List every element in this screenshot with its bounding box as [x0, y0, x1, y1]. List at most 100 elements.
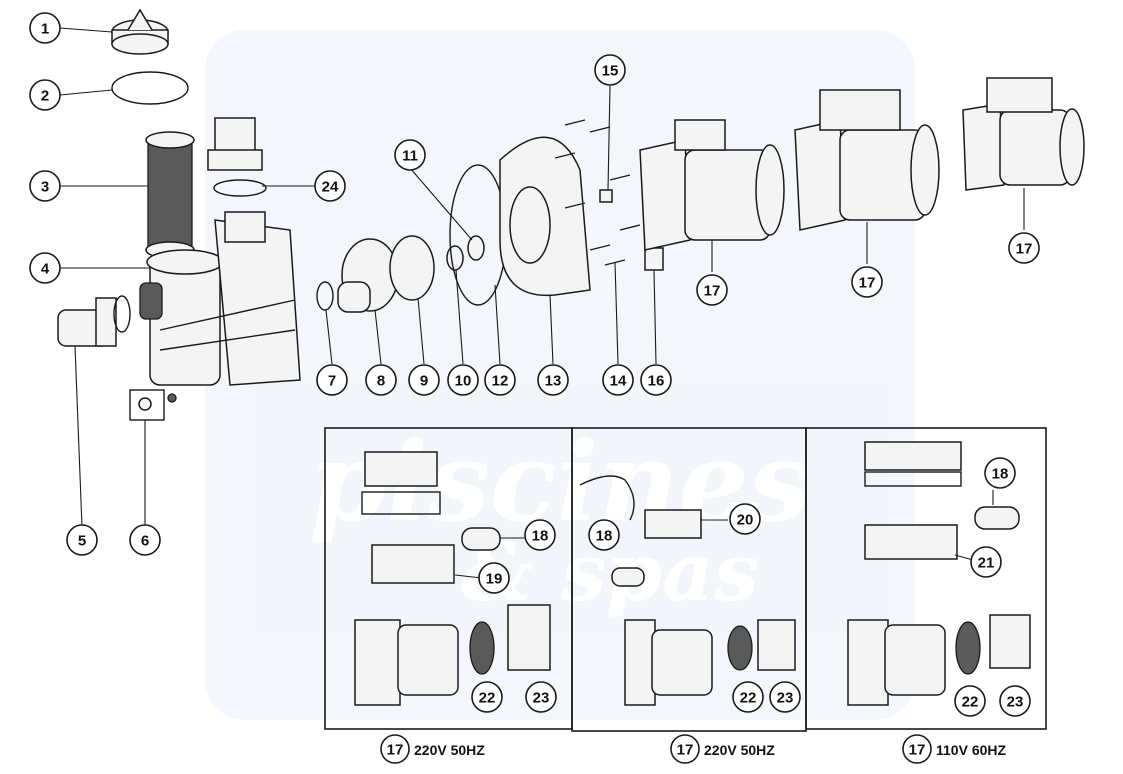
callout-c3: 3 — [29, 170, 61, 202]
callout-number: 20 — [737, 512, 754, 529]
callout-number: 16 — [648, 373, 665, 390]
callout-circle — [732, 681, 764, 713]
callout-number: 18 — [992, 466, 1009, 483]
part-diffuser — [337, 238, 399, 313]
panel-220v-50hz-a — [324, 427, 573, 730]
callout-circle — [640, 364, 672, 396]
panel-110v-60hz — [805, 427, 1047, 730]
callout-number: 8 — [377, 373, 385, 390]
callout-number: 23 — [777, 690, 794, 707]
callout-circle — [999, 685, 1031, 717]
callout-circle — [696, 274, 728, 306]
callout-circle — [484, 364, 516, 396]
callout-circle — [588, 519, 620, 551]
callout-c5: 5 — [66, 524, 98, 556]
callout-circle — [314, 170, 346, 202]
callout-p3_22: 22 — [954, 685, 986, 717]
panel-220v-50hz-b — [571, 427, 807, 732]
callout-c6: 6 — [129, 524, 161, 556]
callout-p3_18: 18 — [984, 457, 1016, 489]
panel-caption: 17 220V 50HZ — [380, 734, 485, 764]
callout-p2_23: 23 — [769, 681, 801, 713]
callout-number: 10 — [455, 373, 472, 390]
callout-circle — [408, 364, 440, 396]
caption-voltage-text: 220V 50HZ — [414, 742, 485, 758]
callout-p3_23: 23 — [999, 685, 1031, 717]
callout-number: 1 — [41, 21, 49, 38]
callout-circle — [66, 524, 98, 556]
callout-circle — [316, 364, 348, 396]
callout-circle — [29, 252, 61, 284]
callout-c2: 2 — [29, 79, 61, 111]
part-lid-nut — [111, 8, 169, 55]
callout-p2_22: 22 — [732, 681, 764, 713]
callout-number: 17 — [1016, 241, 1033, 258]
callout-c13: 13 — [537, 364, 569, 396]
callout-c1: 1 — [29, 12, 61, 44]
callout-number: 9 — [420, 373, 428, 390]
callout-number: 18 — [532, 528, 549, 545]
callout-circle — [970, 546, 1002, 578]
callout-circle — [365, 364, 397, 396]
callout-number: 22 — [740, 690, 757, 707]
callout-c8: 8 — [365, 364, 397, 396]
callout-number: 3 — [41, 179, 49, 196]
caption-part-circle — [380, 734, 410, 764]
part-motor-a — [639, 119, 785, 251]
callout-circle — [984, 457, 1016, 489]
callout-c16: 16 — [640, 364, 672, 396]
callout-number: 18 — [596, 528, 613, 545]
callout-p3_21: 21 — [970, 546, 1002, 578]
part-impeller — [389, 235, 435, 301]
callout-number: 4 — [41, 261, 50, 278]
callout-number: 23 — [1007, 694, 1024, 711]
callout-number: 23 — [533, 690, 550, 707]
callout-c9: 9 — [408, 364, 440, 396]
callout-number: 11 — [402, 148, 418, 165]
callout-number: 6 — [141, 533, 149, 550]
callout-c17a: 17 — [696, 274, 728, 306]
callout-circle — [447, 364, 479, 396]
callout-c10: 10 — [447, 364, 479, 396]
part-outlet-union — [207, 117, 267, 197]
callout-circle — [594, 54, 626, 86]
callout-c7: 7 — [316, 364, 348, 396]
callout-c17b: 17 — [851, 266, 883, 298]
part-motor-b — [794, 89, 940, 231]
callout-p2_18: 18 — [588, 519, 620, 551]
callout-p2_20: 20 — [729, 503, 761, 535]
part-drain-plug — [129, 389, 177, 421]
caption-part-number: 17 — [387, 742, 404, 759]
leader-lines — [59, 27, 1025, 528]
caption-part-number: 17 — [677, 742, 694, 759]
callout-p1_22: 22 — [471, 681, 503, 713]
callout-number: 19 — [486, 571, 503, 588]
part-motor-support — [644, 247, 664, 271]
caption-voltage-text: 220V 50HZ — [704, 742, 775, 758]
part-inlet-union — [57, 295, 131, 347]
callout-circle — [1008, 232, 1040, 264]
callout-circle — [129, 524, 161, 556]
callout-number: 21 — [978, 555, 995, 572]
callout-number: 14 — [610, 373, 627, 390]
part-lid-o-ring — [111, 71, 189, 105]
callout-circle — [29, 79, 61, 111]
callout-number: 15 — [602, 63, 619, 80]
callout-circle — [954, 685, 986, 717]
callout-c4: 4 — [29, 252, 61, 284]
callout-number: 17 — [859, 275, 876, 292]
part-motor-c — [962, 77, 1085, 191]
callout-c11: 11 — [394, 139, 426, 171]
callout-p1_19: 19 — [478, 562, 510, 594]
callout-number: 12 — [492, 373, 509, 390]
callout-circle — [29, 170, 61, 202]
callout-circle — [524, 519, 556, 551]
callout-number: 24 — [322, 179, 339, 196]
callout-circle — [525, 681, 557, 713]
part-diffuser-o-ring — [316, 281, 334, 311]
part-pump-housing — [139, 211, 301, 386]
part-strainer-basket — [145, 131, 195, 259]
